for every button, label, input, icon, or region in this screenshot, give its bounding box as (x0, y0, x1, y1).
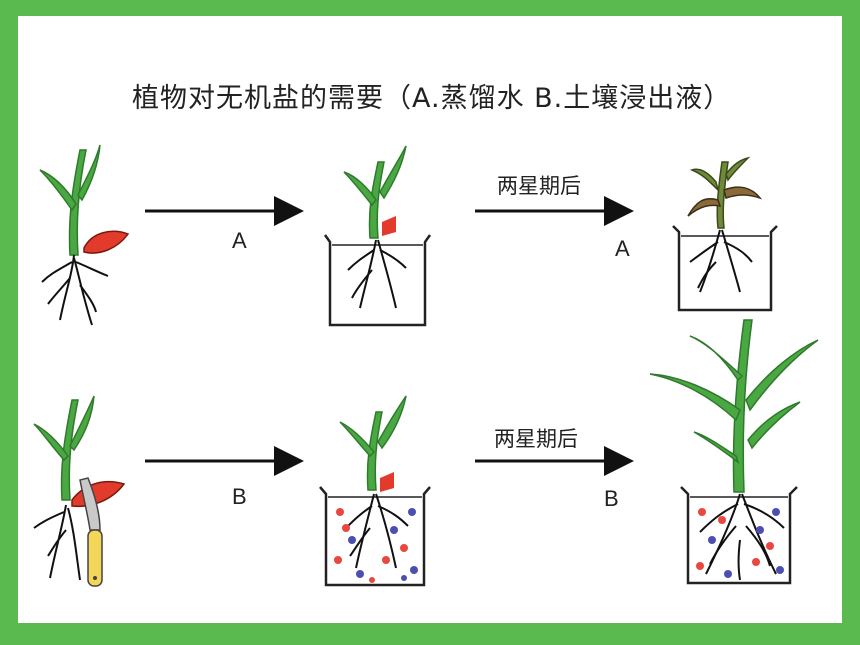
arrow-b2-label: B (604, 486, 619, 511)
arrow-a1-label: A (232, 228, 247, 253)
knife-icon (79, 477, 103, 587)
arrow-a2-label: A (615, 236, 630, 261)
arrow-b1-label: B (232, 484, 247, 509)
period-label-b: 两星期后 (494, 428, 578, 451)
seed-icon (380, 472, 394, 492)
seedling-b-initial (33, 395, 126, 587)
nutrient-dots (696, 508, 784, 578)
seedling-a-initial (39, 144, 130, 326)
seed-icon (83, 230, 130, 254)
beaker-a-wilted (672, 156, 778, 312)
seed-icon (71, 480, 126, 508)
seed-icon (382, 216, 396, 236)
beaker-b-initial (319, 395, 431, 587)
period-label-a: 两星期后 (497, 175, 581, 198)
beaker-a-initial (323, 145, 432, 327)
nutrient-dots (334, 508, 418, 583)
beaker-b-healthy (649, 319, 819, 585)
page-title: 植物对无机盐的需要（A.蒸馏水 B.土壤浸出液） (132, 83, 732, 114)
